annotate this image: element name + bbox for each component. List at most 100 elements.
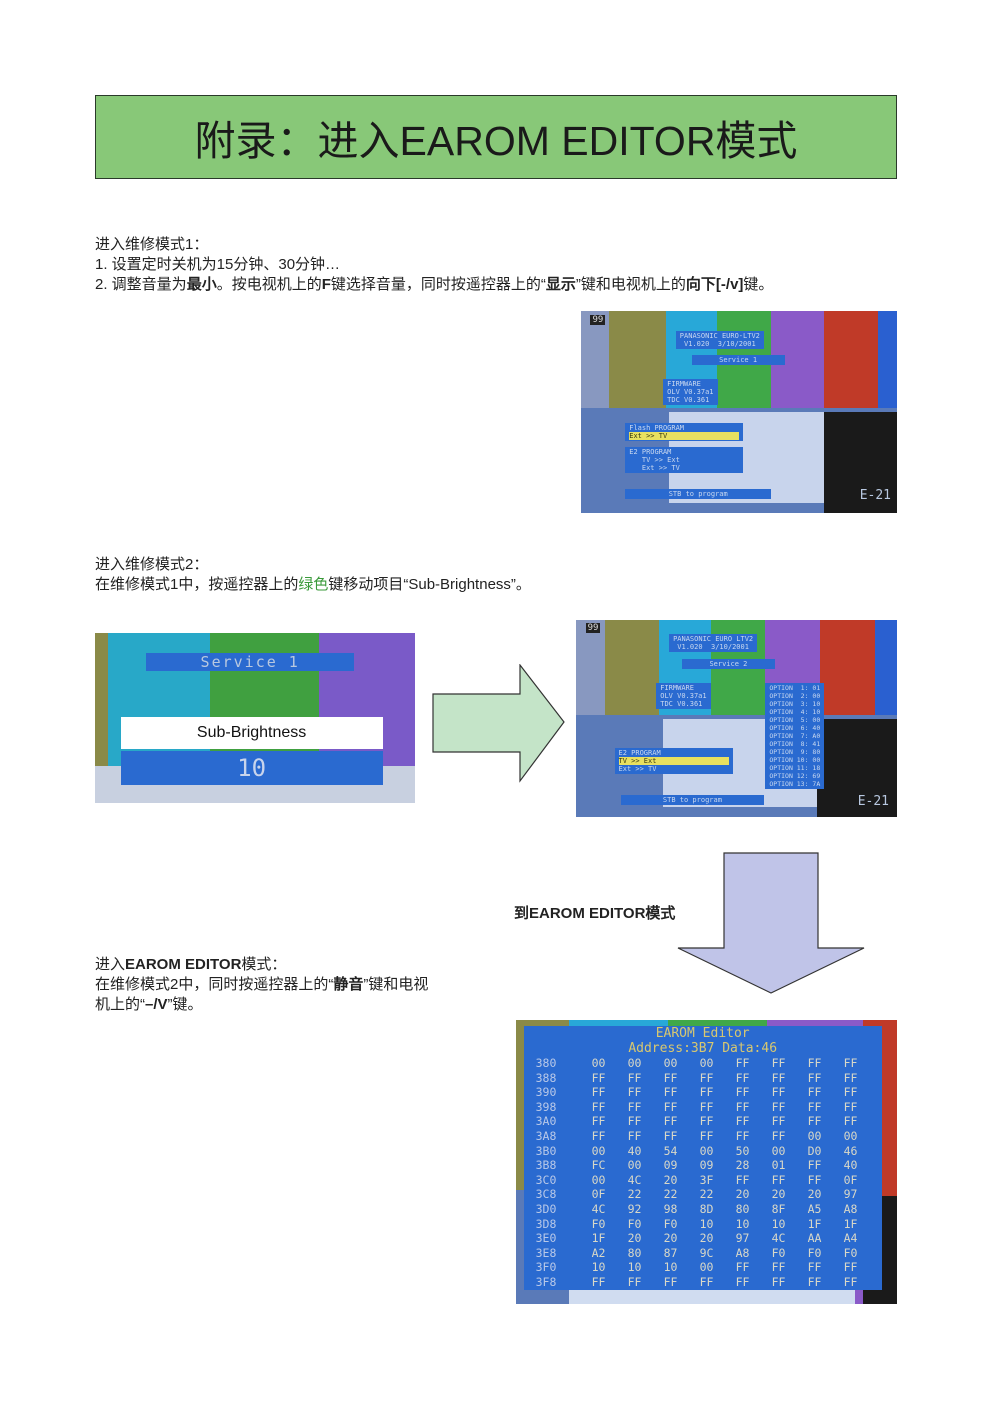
- hex-value: 1F: [843, 1216, 858, 1231]
- hex-value: FF: [663, 1114, 678, 1129]
- hex-value: FF: [699, 1128, 714, 1143]
- tv-code: E-21: [859, 488, 891, 503]
- hex-value: FC: [591, 1158, 606, 1173]
- hex-address: 398: [535, 1099, 557, 1114]
- tv-service-title: Service 2: [681, 659, 775, 669]
- section3-heading: 进入EAROM EDITOR模式：: [95, 955, 286, 975]
- hex-value: FF: [663, 1085, 678, 1100]
- hex-value: FF: [843, 1085, 858, 1100]
- down-arrow-icon: [677, 852, 865, 994]
- hex-value: FF: [771, 1260, 786, 1275]
- channel-badge: 99: [585, 623, 601, 633]
- hex-value: FF: [771, 1085, 786, 1100]
- hex-value: AA: [807, 1231, 822, 1246]
- hex-address: 3D8: [535, 1216, 557, 1231]
- hex-value: 10: [627, 1260, 642, 1275]
- text: 键移动项目“Sub-Brightness”。: [328, 576, 531, 593]
- tv-header: PANASONIC EURO LTV2 V1.020 3/10/2001: [669, 634, 758, 652]
- hex-value: FF: [591, 1274, 606, 1289]
- hex-address: 380: [535, 1055, 557, 1070]
- text: F: [321, 276, 331, 293]
- tv-selected-item: Ext >> TV: [629, 432, 740, 440]
- text: ”键。: [167, 996, 203, 1013]
- hex-value: FF: [627, 1085, 642, 1100]
- hex-value: 00: [591, 1172, 606, 1187]
- hex-value: 01: [771, 1158, 786, 1173]
- hex-value: FF: [627, 1099, 642, 1114]
- right-arrow-icon: [432, 664, 565, 783]
- hex-value: FF: [627, 1128, 642, 1143]
- sub-brightness-screenshot: Service 1 Sub-Brightness 10: [95, 633, 415, 803]
- hex-value: 80: [735, 1201, 750, 1216]
- hex-value: FF: [735, 1099, 750, 1114]
- hex-value: A8: [735, 1245, 750, 1260]
- hex-value: 00: [771, 1143, 786, 1158]
- hex-value: F0: [627, 1216, 642, 1231]
- hex-address: 3A0: [535, 1114, 557, 1129]
- text: 进入: [95, 956, 126, 973]
- tv-options-list: OPTION 1: 01 OPTION 2: 00 OPTION 3: 10 O…: [765, 683, 825, 789]
- page-title: 附录：进入EAROM EDITOR模式: [95, 95, 897, 179]
- hex-value: 4C: [627, 1172, 642, 1187]
- hex-value: FF: [663, 1099, 678, 1114]
- hex-value: 8D: [699, 1201, 714, 1216]
- hex-value: FF: [807, 1055, 822, 1070]
- hex-value: D0: [807, 1143, 822, 1158]
- hex-value: FF: [627, 1274, 642, 1289]
- hex-value: A5: [807, 1201, 822, 1216]
- section3-line2: 机上的“–/V”键。: [95, 995, 203, 1015]
- hex-value: FF: [771, 1114, 786, 1129]
- hex-value: 22: [627, 1187, 642, 1202]
- hex-address: 3D0: [535, 1201, 557, 1216]
- earom-title: EAROM Editor: [655, 1025, 750, 1041]
- hex-value: 20: [663, 1172, 678, 1187]
- hex-value: 09: [663, 1158, 678, 1173]
- hex-value: F0: [771, 1245, 786, 1260]
- hex-value: 22: [699, 1187, 714, 1202]
- hex-address: 3B0: [535, 1143, 557, 1158]
- section1-step1: 1. 设置定时关机为15分钟、30分钟…: [95, 256, 341, 273]
- tv-service-title: Service 1: [146, 653, 355, 671]
- section1-heading: 进入维修模式1：: [95, 236, 209, 253]
- hex-value: 20: [771, 1187, 786, 1202]
- hex-value: FF: [807, 1099, 822, 1114]
- text: E2 PROGRAM: [618, 749, 661, 757]
- text: –/V: [145, 996, 168, 1013]
- tv-e2-program: E2 PROGRAM TV >> Ext Ext >> TV: [625, 447, 744, 473]
- hex-address: 390: [535, 1085, 557, 1100]
- hex-value: FF: [663, 1128, 678, 1143]
- hex-value: 22: [663, 1187, 678, 1202]
- hex-value: FF: [663, 1070, 678, 1085]
- hex-address: 3E8: [535, 1245, 557, 1260]
- hex-value: 20: [699, 1231, 714, 1246]
- tv-stb: STB to program: [620, 795, 764, 805]
- hex-value: FF: [843, 1099, 858, 1114]
- hex-value: 00: [627, 1055, 642, 1070]
- hex-value: FF: [591, 1114, 606, 1129]
- hex-value: 00: [627, 1158, 642, 1173]
- hex-value: FF: [735, 1114, 750, 1129]
- tv-code: E-21: [857, 794, 889, 809]
- hex-value: FF: [807, 1274, 822, 1289]
- hex-value: 54: [663, 1143, 678, 1158]
- hex-value: F0: [843, 1245, 858, 1260]
- hex-value: 4C: [591, 1201, 606, 1216]
- hex-address: 3E0: [535, 1231, 557, 1246]
- hex-value: FF: [591, 1099, 606, 1114]
- hex-value: 1F: [807, 1216, 822, 1231]
- hex-value: 28: [735, 1158, 750, 1173]
- text: 模式：: [241, 956, 287, 973]
- hex-value: A2: [591, 1245, 606, 1260]
